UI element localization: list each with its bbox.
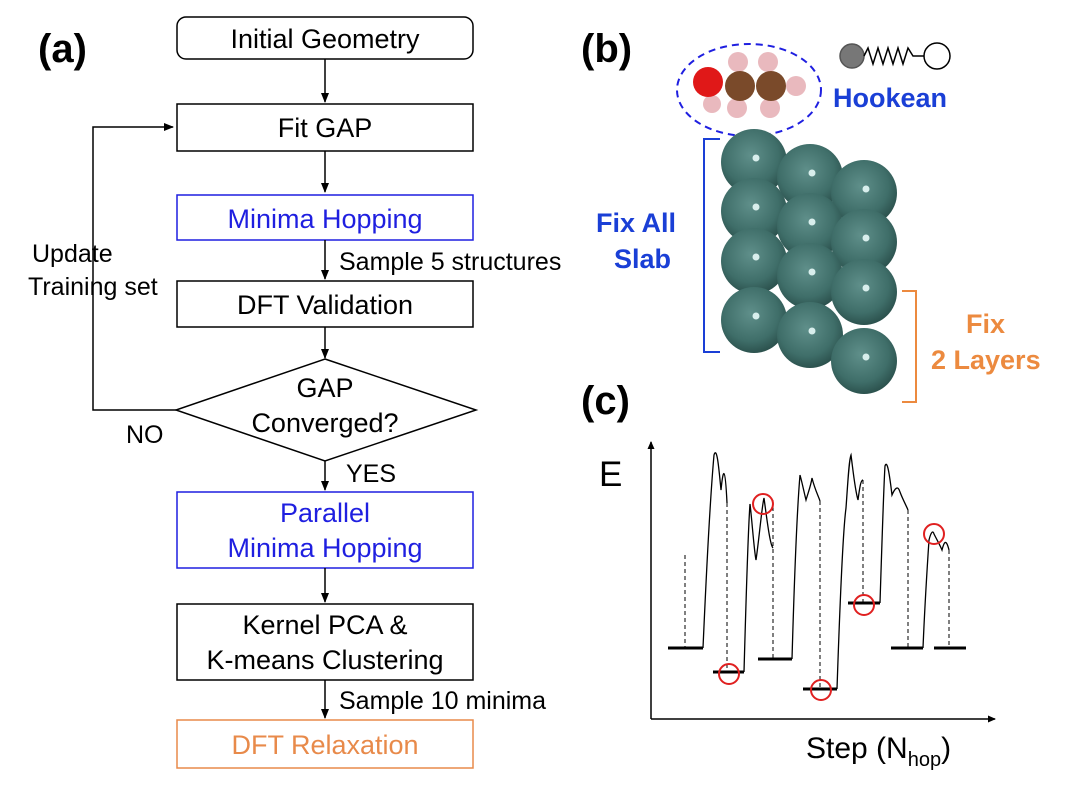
- kernel-pca-node: Kernel PCA & K-means Clustering: [176, 603, 474, 681]
- decision-text-line1: GAP: [296, 373, 353, 403]
- dft-validation-text: DFT Validation: [237, 290, 413, 320]
- dft-relaxation-text: DFT Relaxation: [231, 730, 418, 760]
- update-text-line1: Update: [32, 240, 113, 268]
- dft-relaxation-node: DFT Relaxation: [176, 719, 474, 769]
- parallel-minima-hopping-node: Parallel Minima Hopping: [176, 491, 474, 569]
- kernel-text-line1: Kernel PCA &: [242, 610, 407, 640]
- parallel-text-line2: Minima Hopping: [227, 533, 422, 563]
- hookean-label: Hookean: [833, 83, 947, 113]
- yes-label: YES: [346, 460, 396, 488]
- initial-geometry-node: Initial Geometry: [176, 16, 474, 60]
- update-text-line2: Training set: [28, 273, 158, 301]
- fix-all-text-line1: Fix All: [596, 208, 676, 238]
- hookean-spring-icon: [839, 42, 951, 70]
- initial-geometry-text: Initial Geometry: [230, 24, 420, 54]
- fit-gap-node: Fit GAP: [176, 103, 474, 152]
- no-loop-arrow: [92, 123, 176, 411]
- adsorbate-ellipse: [676, 43, 822, 137]
- fix-layers-bracket: [902, 290, 917, 403]
- fit-gap-text: Fit GAP: [278, 113, 373, 143]
- minima-hopping-text: Minima Hopping: [227, 204, 422, 234]
- adsorbate-molecule: [693, 52, 806, 118]
- fix-layers-text-line1: Fix: [966, 309, 1005, 339]
- energy-landscape: [668, 452, 966, 701]
- gap-converged-decision: GAP Converged?: [173, 358, 479, 462]
- energy-axis-label: E: [599, 455, 622, 494]
- fix-all-text-line2: Slab: [614, 244, 671, 274]
- kernel-text-line2: K-means Clustering: [206, 645, 443, 675]
- panel-b-label: (b): [581, 27, 632, 71]
- no-label: NO: [126, 421, 164, 449]
- fix-layers-text-line2: 2 Layers: [931, 345, 1041, 375]
- step-axis-label: Step (Nhop): [806, 732, 951, 771]
- metal-slab: [721, 129, 897, 394]
- sample-minima-text: Sample 10 minima: [339, 687, 546, 715]
- parallel-text-line1: Parallel: [280, 498, 370, 528]
- panel-c-label: (c): [581, 379, 630, 423]
- fix-all-bracket: [703, 138, 720, 353]
- sample-structures-text: Sample 5 structures: [339, 248, 561, 276]
- panel-a-label: (a): [38, 27, 87, 71]
- dft-validation-node: DFT Validation: [176, 280, 474, 328]
- minima-hopping-node: Minima Hopping: [176, 194, 474, 241]
- decision-text-line2: Converged?: [251, 408, 398, 438]
